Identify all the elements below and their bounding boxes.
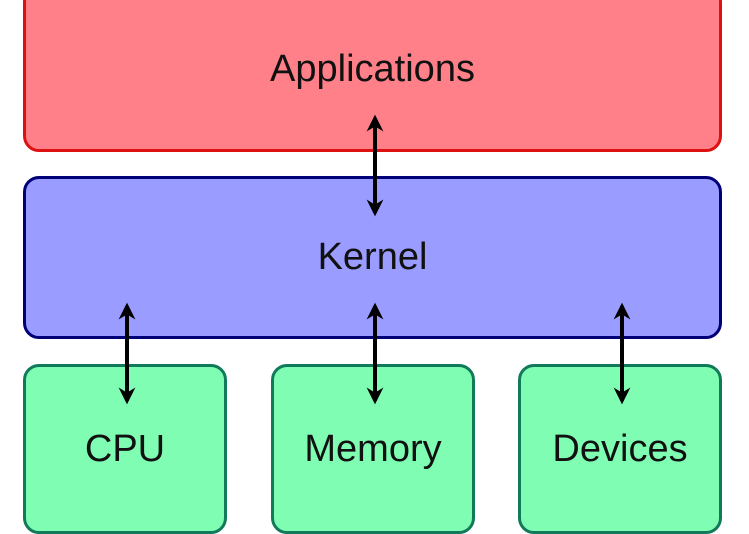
cpu-label: CPU <box>84 428 166 470</box>
kernel-label: Kernel <box>317 236 428 278</box>
memory-label: Memory <box>304 428 442 470</box>
connection-arrows <box>118 114 631 405</box>
devices-label: Devices <box>552 428 688 470</box>
applications-label: Applications <box>270 47 475 90</box>
